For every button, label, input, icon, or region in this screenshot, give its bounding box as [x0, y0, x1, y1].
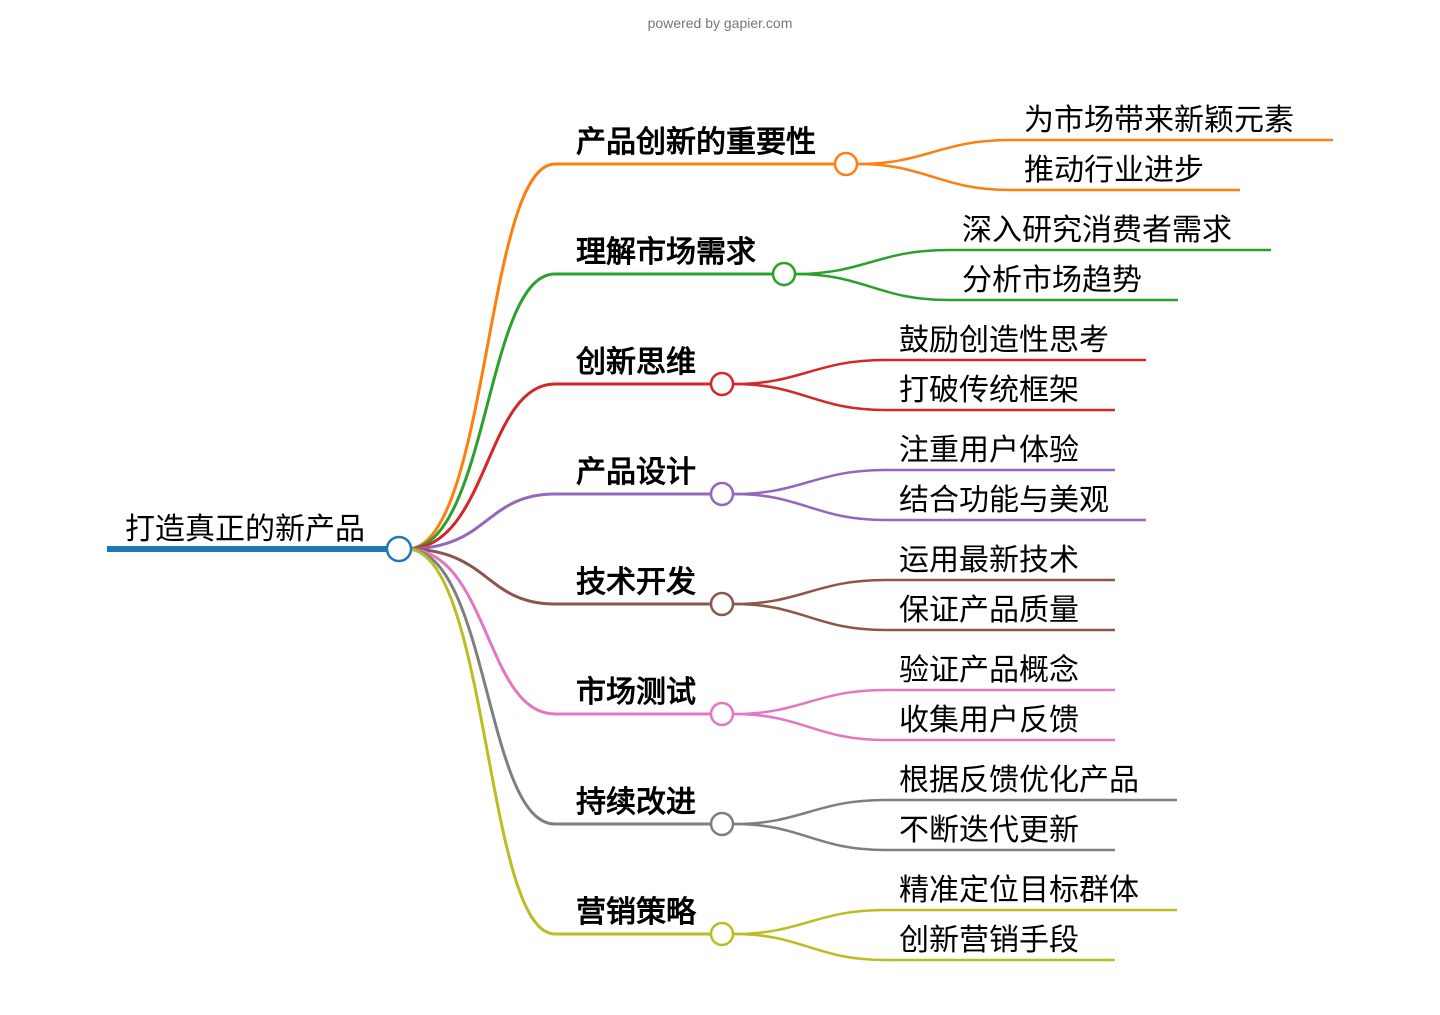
leaf-connector	[733, 578, 1115, 606]
leaf-connector	[733, 602, 1115, 632]
leaf-label[interactable]: 精准定位目标群体	[899, 873, 1139, 908]
branch-connector	[406, 547, 710, 826]
branch-connector	[406, 547, 710, 716]
leaf-label[interactable]: 打破传统框架	[899, 373, 1079, 408]
root-label[interactable]: 打造真正的新产品	[125, 512, 365, 547]
leaf-label[interactable]: 创新营销手段	[899, 923, 1079, 958]
leaf-connector	[733, 382, 1115, 412]
branch-label[interactable]: 市场测试	[576, 675, 696, 710]
leaf-connector	[733, 468, 1115, 496]
leaf-label[interactable]: 验证产品概念	[899, 653, 1079, 688]
branch-label[interactable]: 产品设计	[576, 455, 696, 490]
leaf-connector	[733, 822, 1115, 852]
branch-node-toggle[interactable]	[709, 481, 735, 507]
powered-by-credit[interactable]: powered by gapier.com	[647, 15, 793, 31]
leaf-label[interactable]: 为市场带来新颖元素	[1024, 103, 1294, 138]
leaf-label[interactable]: 结合功能与美观	[899, 483, 1109, 518]
branch-node-toggle[interactable]	[709, 591, 735, 617]
branch-connector	[406, 547, 710, 606]
branch-connector	[406, 272, 772, 551]
leaf-label[interactable]: 深入研究消费者需求	[962, 213, 1232, 248]
branch-connector	[406, 162, 834, 551]
leaf-connector	[857, 138, 1333, 166]
branch-label[interactable]: 理解市场需求	[576, 235, 756, 270]
leaf-connector	[857, 162, 1240, 192]
branch-label[interactable]: 创新思维	[575, 345, 696, 380]
branch-node-toggle[interactable]	[709, 811, 735, 837]
branch-node-toggle[interactable]	[709, 921, 735, 947]
branch-label[interactable]: 持续改进	[576, 785, 696, 820]
leaf-label[interactable]: 收集用户反馈	[899, 703, 1079, 738]
leaf-connector	[733, 908, 1177, 936]
leaf-connector	[795, 272, 1178, 302]
branch-label[interactable]: 技术开发	[576, 565, 696, 600]
leaf-label[interactable]: 推动行业进步	[1024, 153, 1204, 188]
leaf-connector	[733, 932, 1115, 962]
leaf-label[interactable]: 注重用户体验	[899, 433, 1079, 468]
branch-node-toggle[interactable]	[709, 371, 735, 397]
branch-label[interactable]: 产品创新的重要性	[576, 125, 816, 160]
branch-connector	[406, 547, 710, 936]
branch-connector	[406, 382, 710, 551]
leaf-connector	[733, 492, 1146, 522]
leaf-connector	[733, 712, 1115, 742]
leaf-label[interactable]: 分析市场趋势	[962, 263, 1142, 298]
leaf-connector	[733, 688, 1115, 716]
leaf-connector	[795, 248, 1271, 276]
root-node-toggle[interactable]	[385, 535, 413, 563]
branch-connector	[406, 492, 710, 551]
branch-node-toggle[interactable]	[709, 701, 735, 727]
leaf-label[interactable]: 保证产品质量	[899, 593, 1079, 628]
leaf-label[interactable]: 运用最新技术	[899, 543, 1079, 578]
branch-node-toggle[interactable]	[833, 151, 859, 177]
leaf-label[interactable]: 不断迭代更新	[899, 813, 1079, 848]
branch-label[interactable]: 营销策略	[576, 895, 697, 930]
leaf-connector	[733, 358, 1146, 386]
leaf-label[interactable]: 根据反馈优化产品	[899, 763, 1139, 798]
leaf-connector	[733, 798, 1177, 826]
branch-node-toggle[interactable]	[771, 261, 797, 287]
leaf-label[interactable]: 鼓励创造性思考	[899, 323, 1109, 358]
